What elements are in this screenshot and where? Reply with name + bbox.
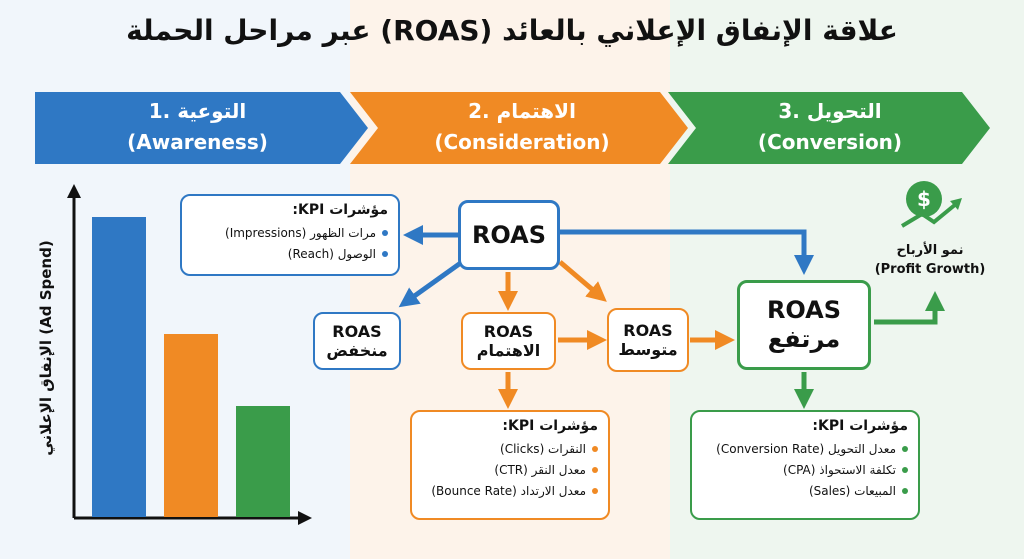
bullet-icon	[902, 445, 908, 452]
list-item: مرات الظهور (Impressions)	[192, 222, 388, 243]
bullet-icon	[382, 250, 388, 257]
svg-text:$: $	[917, 187, 931, 211]
kpi-consideration-item-3: معدل الارتداد (Bounce Rate)	[431, 483, 586, 498]
bullet-icon	[592, 466, 598, 473]
stage-banner-conversion	[668, 92, 990, 164]
profit-growth-label: نمو الأرباح (Profit Growth)	[860, 241, 1000, 279]
kpi-awareness-item-1: مرات الظهور (Impressions)	[225, 225, 376, 240]
list-item: معدل التحويل (Conversion Rate)	[702, 438, 908, 459]
stage-consideration: 2. الاهتمام (Consideration)	[372, 96, 672, 162]
page-title: علاقة الإنفاق الإعلاني بالعائد (ROAS) عب…	[126, 14, 898, 47]
roas-low-box: ROAS منخفض	[313, 312, 401, 370]
list-item: معدل الارتداد (Bounce Rate)	[422, 480, 598, 501]
stage-banner-awareness	[35, 92, 368, 164]
kpi-box-consideration: مؤشرات KPI: النقرات (Clicks) معدل النقر …	[410, 410, 610, 520]
roas-medium-level: متوسط	[618, 340, 678, 359]
stage-awareness-name: 1. التوعية	[148, 99, 247, 123]
bullet-icon	[902, 487, 908, 494]
roas-center-box: ROAS	[458, 200, 560, 270]
chart-x-axis-arrowhead	[298, 511, 312, 525]
list-item: الوصول (Reach)	[192, 243, 388, 264]
roas-high-box: ROAS مرتفع	[737, 280, 871, 370]
kpi-conversion-title: مؤشرات KPI:	[812, 418, 908, 434]
list-item: تكلفة الاستحواذ (CPA)	[702, 459, 908, 480]
kpi-consideration-title: مؤشرات KPI:	[502, 418, 598, 434]
kpi-box-awareness: مؤشرات KPI: مرات الظهور (Impressions) ال…	[180, 194, 400, 276]
kpi-awareness-title: مؤشرات KPI:	[292, 202, 388, 218]
kpi-consideration-item-1: النقرات (Clicks)	[500, 441, 586, 456]
stage-awareness-english: (Awareness)	[127, 130, 268, 154]
chart-bars	[92, 217, 290, 517]
profit-growth-english: (Profit Growth)	[874, 262, 986, 277]
chart-y-axis-label: الإنفاق الإعلاني (Ad Spend)	[37, 240, 55, 456]
arrow-roas-to-high	[560, 229, 814, 275]
stage-consideration-name: 2. الاهتمام	[468, 99, 576, 123]
stage-conversion-name: 3. التحويل	[778, 99, 882, 123]
kpi-awareness-item-2: الوصول (Reach)	[287, 246, 376, 261]
kpi-conversion-item-1: معدل التحويل (Conversion Rate)	[716, 441, 896, 456]
roas-medium-label: ROAS	[623, 320, 673, 340]
bar-2	[164, 334, 218, 517]
roas-medium-box: ROAS متوسط	[607, 308, 689, 372]
roas-interest-box: ROAS الاهتمام	[461, 312, 556, 370]
profit-growth-arabic: نمو الأرباح	[896, 243, 964, 258]
stage-awareness: 1. التوعية (Awareness)	[35, 96, 360, 162]
profit-growth-icon: $	[900, 181, 962, 228]
bar-1	[92, 217, 146, 517]
roas-low-level: منخفض	[326, 341, 388, 360]
arrow-roas-to-medium	[558, 260, 607, 302]
stage-consideration-english: (Consideration)	[434, 130, 610, 154]
bullet-icon	[382, 229, 388, 236]
roas-interest-level: الاهتمام	[476, 341, 541, 360]
chart-y-axis-arrowhead	[67, 184, 81, 198]
bullet-icon	[902, 466, 908, 473]
list-item: النقرات (Clicks)	[422, 438, 598, 459]
arrow-roas-to-low	[398, 259, 464, 308]
stage-conversion-english: (Conversion)	[757, 130, 903, 154]
roas-high-level: مرتفع	[767, 325, 841, 353]
roas-high-label: ROAS	[766, 296, 842, 325]
bar-3	[236, 406, 290, 517]
arrow-high-to-profit	[874, 291, 945, 325]
kpi-box-conversion: مؤشرات KPI: معدل التحويل (Conversion Rat…	[690, 410, 920, 520]
kpi-conversion-item-3: المبيعات (Sales)	[808, 483, 896, 498]
bullet-icon	[592, 487, 598, 494]
stage-conversion: 3. التحويل (Conversion)	[690, 96, 970, 162]
list-item: معدل النقر (CTR)	[422, 459, 598, 480]
kpi-conversion-item-2: تكلفة الاستحواذ (CPA)	[783, 462, 896, 477]
list-item: المبيعات (Sales)	[702, 480, 908, 501]
bullet-icon	[592, 445, 598, 452]
stage-banner-consideration	[350, 92, 688, 164]
roas-interest-label: ROAS	[483, 321, 534, 341]
roas-low-label: ROAS	[332, 321, 382, 341]
roas-center-label: ROAS	[471, 220, 547, 249]
kpi-consideration-item-2: معدل النقر (CTR)	[494, 462, 586, 477]
